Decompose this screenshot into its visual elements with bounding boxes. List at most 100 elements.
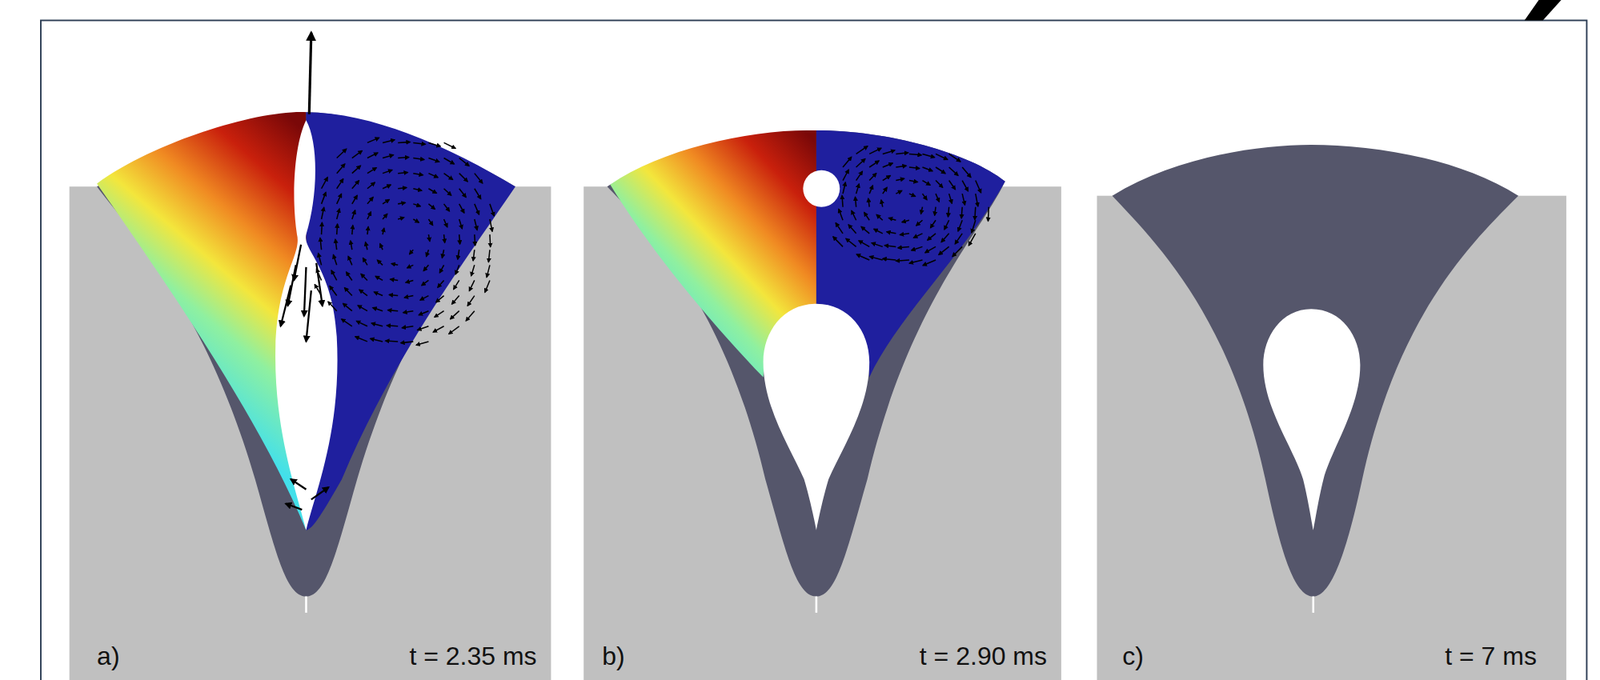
velocity-arrow bbox=[380, 244, 383, 251]
velocity-arrow bbox=[941, 233, 950, 243]
velocity-arrow bbox=[899, 233, 910, 236]
panel-c bbox=[1096, 45, 1566, 680]
velocity-arrow bbox=[346, 272, 353, 281]
velocity-arrow bbox=[895, 178, 904, 181]
velocity-arrow bbox=[318, 253, 322, 266]
velocity-arrow bbox=[848, 224, 857, 234]
temperature-field bbox=[96, 112, 306, 531]
velocity-arrow bbox=[428, 204, 435, 210]
velocity-arrow bbox=[372, 308, 383, 312]
bubble bbox=[763, 304, 871, 531]
velocity-arrow bbox=[842, 169, 849, 181]
velocity-arrow bbox=[457, 249, 460, 260]
velocity-arrow bbox=[439, 264, 444, 273]
velocity-arrow bbox=[336, 179, 344, 189]
velocity-arrow bbox=[895, 260, 910, 261]
velocity-arrow bbox=[856, 184, 860, 194]
velocity-arrow bbox=[441, 249, 444, 258]
velocity-arrow bbox=[449, 326, 460, 335]
velocity-arrow bbox=[436, 296, 445, 303]
bubble bbox=[802, 170, 840, 208]
velocity-arrow bbox=[869, 148, 882, 154]
velocity-arrow bbox=[884, 245, 896, 248]
velocity-arrow bbox=[321, 177, 329, 189]
velocity-arrow bbox=[909, 193, 916, 197]
velocity-arrow bbox=[922, 153, 935, 157]
velocity-arrow bbox=[842, 182, 846, 194]
velocity-arrow bbox=[343, 303, 353, 311]
velocity-arrow bbox=[391, 263, 398, 265]
velocity-arrow bbox=[922, 260, 936, 266]
velocity-arrow bbox=[285, 504, 302, 511]
velocity-arrow bbox=[280, 285, 292, 327]
velocity-arrow bbox=[958, 220, 963, 232]
velocity-arrow bbox=[397, 217, 405, 220]
time-stamp: t = 2.35 ms bbox=[409, 643, 537, 670]
velocity-arrow bbox=[459, 173, 469, 182]
velocity-arrow bbox=[971, 220, 976, 233]
velocity-arrow bbox=[371, 323, 383, 327]
velocity-arrow bbox=[868, 198, 870, 208]
velocity-arrow bbox=[367, 197, 373, 205]
velocity-arrow bbox=[350, 240, 353, 250]
velocity-arrow bbox=[473, 249, 475, 261]
velocity-arrow bbox=[876, 214, 883, 221]
velocity-arrow bbox=[376, 260, 383, 265]
velocity-arrow bbox=[423, 264, 429, 271]
velocity-arrow bbox=[288, 264, 297, 306]
velocity-arrow bbox=[370, 338, 383, 342]
velocity-arrow bbox=[413, 188, 422, 191]
velocity-arrow bbox=[382, 213, 388, 220]
velocity-arrow bbox=[474, 188, 482, 200]
velocity-arrow bbox=[922, 167, 933, 172]
velocity-arrow bbox=[922, 180, 931, 186]
velocity-arrow bbox=[367, 168, 377, 174]
velocity-arrow bbox=[336, 224, 338, 235]
velocity-arrow bbox=[459, 158, 470, 167]
velocity-arrow bbox=[488, 249, 490, 262]
velocity-arrow bbox=[855, 196, 857, 207]
velocity-arrow bbox=[974, 207, 976, 221]
velocity-arrow bbox=[386, 324, 398, 327]
velocity-arrow bbox=[930, 220, 937, 229]
velocity-arrow bbox=[949, 193, 953, 204]
velocity-arrow bbox=[365, 242, 368, 251]
velocity-arrow bbox=[352, 180, 360, 189]
velocity-arrow bbox=[975, 193, 979, 207]
velocity-arrow bbox=[416, 341, 429, 345]
velocity-arrow bbox=[305, 290, 311, 342]
velocity-arrow bbox=[856, 146, 868, 155]
velocity-arrow bbox=[459, 204, 465, 213]
velocity-arrow bbox=[437, 280, 445, 288]
velocity-arrow bbox=[356, 320, 368, 326]
velocity-arrow bbox=[467, 296, 475, 307]
velocity-arrow bbox=[407, 264, 414, 269]
velocity-arrow bbox=[428, 142, 441, 147]
velocity-arrow bbox=[949, 167, 959, 176]
velocity-arrow bbox=[952, 246, 963, 257]
time-stamp: t = 7 ms bbox=[1444, 643, 1537, 670]
velocity-arrow bbox=[949, 180, 956, 190]
velocity-arrow bbox=[444, 158, 455, 165]
velocity-arrow bbox=[851, 210, 857, 221]
velocity-arrow bbox=[450, 311, 460, 320]
velocity-arrow bbox=[909, 153, 922, 155]
velocity-arrow bbox=[846, 238, 857, 247]
velocity-arrow bbox=[882, 163, 894, 168]
velocity-arrow bbox=[458, 234, 461, 245]
velocity-field bbox=[305, 112, 515, 530]
panel-letter: a) bbox=[96, 643, 120, 670]
velocity-arrow bbox=[321, 207, 325, 220]
panel-b bbox=[583, 30, 1062, 680]
velocity-arrow bbox=[382, 169, 393, 173]
velocity-arrow bbox=[838, 208, 843, 221]
velocity-arrow bbox=[444, 173, 454, 181]
velocity-arrow bbox=[453, 280, 460, 289]
velocity-arrow bbox=[962, 180, 968, 192]
velocity-arrow bbox=[962, 193, 965, 205]
velocity-arrow bbox=[909, 180, 918, 183]
velocity-arrow bbox=[336, 164, 345, 174]
velocity-arrow bbox=[869, 173, 877, 181]
velocity-arrow bbox=[428, 188, 437, 194]
